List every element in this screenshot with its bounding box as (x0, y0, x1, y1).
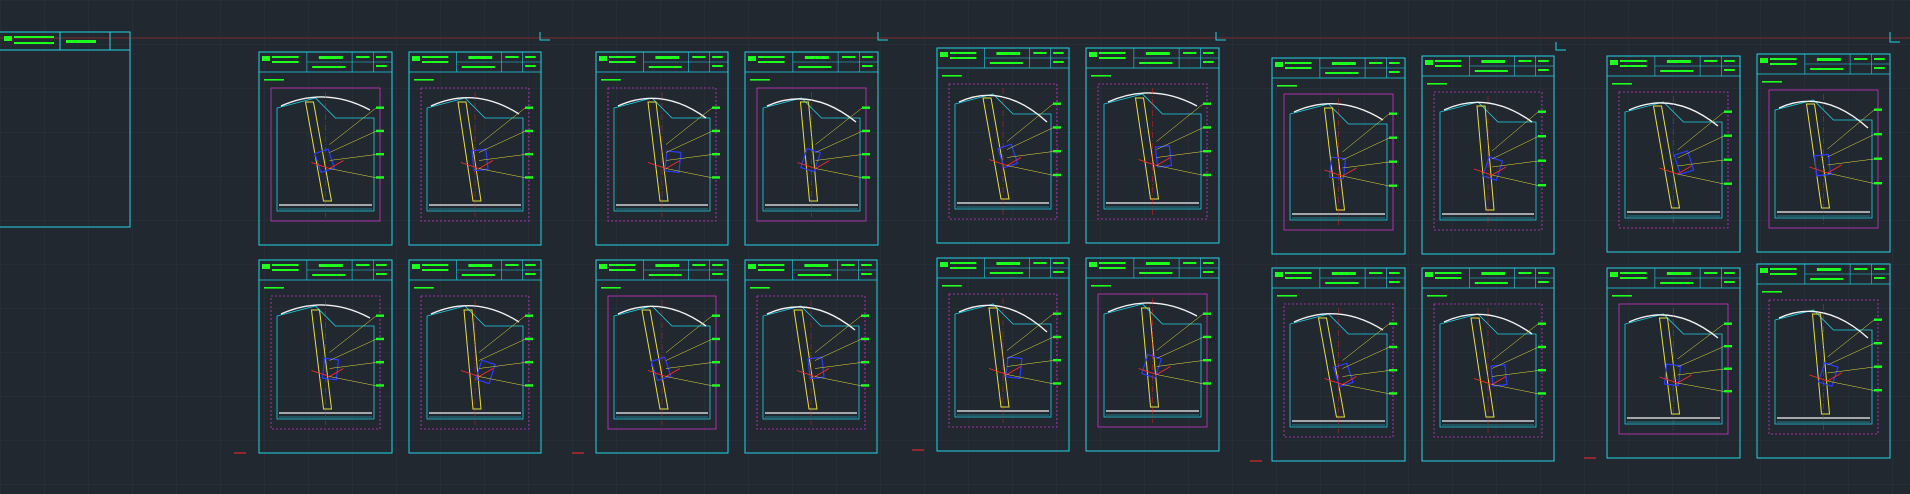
mechanism-drawing (1624, 96, 1732, 224)
mechanism-drawing (1289, 98, 1397, 226)
drawing-sheet[interactable] (1756, 53, 1891, 253)
mechanism-drawing (1774, 304, 1882, 430)
title-block (745, 52, 878, 73)
drawing-sheet[interactable] (408, 51, 542, 246)
drawing-sheet[interactable] (258, 51, 393, 246)
drawing-sheet[interactable] (595, 51, 729, 246)
title-block (596, 260, 728, 281)
title-block (1757, 54, 1890, 75)
title-block (1272, 58, 1405, 79)
drawing-sheet[interactable] (1756, 263, 1891, 459)
drawing-sheet[interactable] (1421, 267, 1555, 462)
title-block (259, 260, 392, 281)
drawing-sheet[interactable] (744, 51, 879, 246)
mechanism-drawing (762, 92, 870, 217)
drawing-sheet[interactable] (408, 259, 542, 454)
drawing-sheet[interactable] (258, 259, 393, 454)
mechanism-drawing (426, 92, 533, 217)
title-block (1422, 268, 1554, 289)
mechanism-drawing (762, 300, 869, 425)
title-block (937, 48, 1069, 69)
red-markers (234, 449, 1596, 462)
drawing-sheet[interactable] (936, 257, 1070, 452)
drawing-sheet[interactable] (1085, 257, 1220, 452)
title-block (745, 260, 877, 281)
title-block (1607, 268, 1740, 289)
mechanism-drawing (1103, 88, 1211, 215)
drawing-sheet[interactable] (595, 259, 729, 454)
mechanism-drawing (1289, 308, 1397, 433)
drawing-sheets (258, 47, 1891, 462)
mechanism-drawing (1103, 298, 1211, 423)
title-block (409, 260, 541, 281)
mechanism-drawing (276, 92, 384, 217)
drawing-sheet[interactable] (744, 259, 878, 454)
mechanism-drawing (1774, 94, 1882, 224)
title-block (1272, 268, 1405, 289)
mechanism-drawing (1624, 308, 1732, 430)
mechanism-drawing (613, 300, 720, 425)
drawing-sheet[interactable] (1421, 55, 1555, 255)
drawing-sheet[interactable] (1271, 267, 1406, 462)
drawing-sheet[interactable] (1606, 55, 1741, 253)
drawing-sheet[interactable] (1606, 267, 1741, 459)
mechanism-drawing (613, 92, 720, 217)
partial-drawing-sheet[interactable] (0, 31, 131, 228)
drawing-sheet[interactable] (936, 47, 1070, 244)
title-block (1086, 48, 1219, 69)
mechanism-drawing (1439, 96, 1546, 226)
mechanism-drawing (954, 298, 1061, 423)
title-block (937, 258, 1069, 279)
title-block (596, 52, 728, 73)
title-block (259, 52, 392, 73)
mechanism-drawing (276, 300, 384, 425)
corner-marks (539, 32, 1900, 51)
title-block (1607, 56, 1740, 77)
title-block (409, 52, 541, 73)
title-block (1086, 258, 1219, 279)
drawing-sheet[interactable] (1085, 47, 1220, 244)
drawing-sheet[interactable] (1271, 57, 1406, 255)
mechanism-drawing (426, 300, 533, 425)
title-block (1757, 264, 1890, 285)
title-block (1422, 56, 1554, 77)
mechanism-drawing (954, 88, 1061, 215)
mechanism-drawing (1439, 308, 1546, 433)
